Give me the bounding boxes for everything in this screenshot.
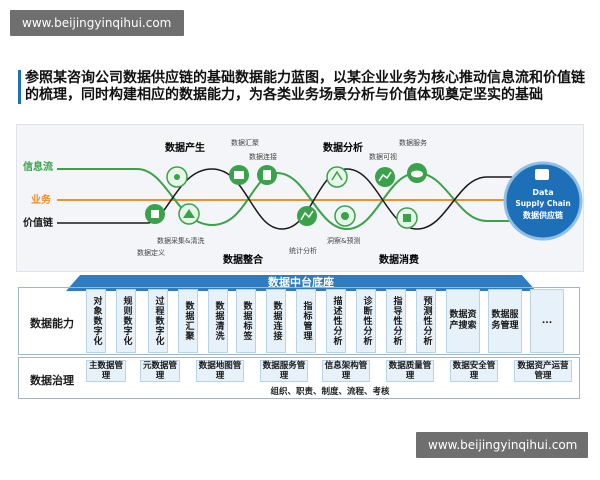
lane-value-label: 价值链 [23, 216, 54, 229]
capability-box: ... [530, 289, 564, 353]
capability-box: 描述性分析 [326, 289, 346, 353]
node-production-icon [166, 166, 188, 188]
capability-box: 指导性分析 [386, 289, 406, 353]
node-connect-icon [257, 165, 277, 185]
capability-box: 数据连接 [266, 289, 286, 353]
governance-box: 主数据管理 [86, 360, 126, 382]
capability-box: 数据资产搜索 [446, 289, 480, 353]
node-aggregate-icon [229, 165, 249, 185]
capability-box: 数据标签 [236, 289, 256, 353]
lane-business-label: 业务 [31, 193, 52, 206]
flow-diagram: 信息流 业务 价值链 数据产生 数据整合 数据分析 数据消费 数据汇聚 数据连接… [23, 138, 583, 266]
node-insight-icon [334, 205, 356, 227]
endpoint-line1: Data [532, 188, 553, 197]
org-line: 组织、职责、制度、流程、考核 [270, 387, 390, 397]
watermark-bottom: www.beijingyinqihui.com [416, 432, 588, 458]
cursor-icon [535, 169, 549, 180]
node-define-icon [145, 204, 165, 224]
label-visual: 数据可视 [369, 152, 397, 161]
label-define: 数据定义 [137, 248, 165, 257]
node-collect-icon [178, 203, 200, 225]
node-visual-icon [375, 167, 395, 187]
governance-box: 数据服务管理 [260, 360, 308, 382]
node-service-icon [407, 163, 427, 183]
node-consumption-icon [396, 207, 418, 229]
label-stats: 统计分析 [289, 246, 317, 255]
capability-box: 对象数字化 [86, 289, 106, 353]
governance-box: 数据资产运营管理 [514, 360, 572, 382]
capability-row-label: 数据能力 [30, 317, 74, 330]
label-service: 数据服务 [399, 138, 427, 147]
governance-box: 元数据管理 [140, 360, 180, 382]
governance-row-label: 数据治理 [30, 374, 74, 387]
label-insight: 洞察&预测 [327, 236, 360, 245]
capability-box: 规则数字化 [116, 289, 136, 353]
capability-box: 过程数字化 [148, 289, 168, 353]
lane-info-label: 信息流 [23, 160, 53, 173]
governance-box: 数据质量管理 [386, 360, 434, 382]
capability-box: 数据清洗 [208, 289, 228, 353]
governance-box: 数据安全管理 [450, 360, 498, 382]
label-connect: 数据连接 [249, 152, 277, 161]
capability-box: 数据汇聚 [178, 289, 198, 353]
flow-panel: 信息流 业务 价值链 数据产生 数据整合 数据分析 数据消费 数据汇聚 数据连接… [16, 124, 584, 272]
capability-box: 指标管理 [296, 289, 316, 353]
stage-production: 数据产生 [165, 141, 205, 154]
stage-integration: 数据整合 [223, 253, 264, 266]
capability-box: 预测性分析 [416, 289, 436, 353]
stage-consumption: 数据消费 [379, 253, 419, 266]
capability-box: 数据服务管理 [488, 289, 522, 353]
value-chain-line [57, 168, 512, 230]
endpoint-line2: Supply Chain [515, 199, 570, 208]
node-stats-icon [297, 206, 317, 226]
label-aggregate: 数据汇聚 [231, 138, 259, 147]
governance-box: 信息架构管理 [322, 360, 370, 382]
capability-frame [18, 287, 580, 355]
node-analysis-icon [326, 166, 348, 188]
governance-box: 数据地图管理 [196, 360, 244, 382]
data-supply-chain-endpoint: Data Supply Chain 数据供应链 [503, 161, 583, 241]
endpoint-line3: 数据供应链 [523, 210, 564, 220]
capability-box: 诊断性分析 [356, 289, 376, 353]
governance-frame [18, 357, 580, 399]
stage-analysis: 数据分析 [323, 141, 363, 154]
watermark-top: www.beijingyinqihui.com [10, 10, 184, 36]
headline: 参照某咨询公司数据供应链的基础数据能力蓝图，以某企业业务为核心推动信息流和价值链… [18, 70, 595, 104]
label-collect: 数据采集&清洗 [157, 236, 204, 245]
